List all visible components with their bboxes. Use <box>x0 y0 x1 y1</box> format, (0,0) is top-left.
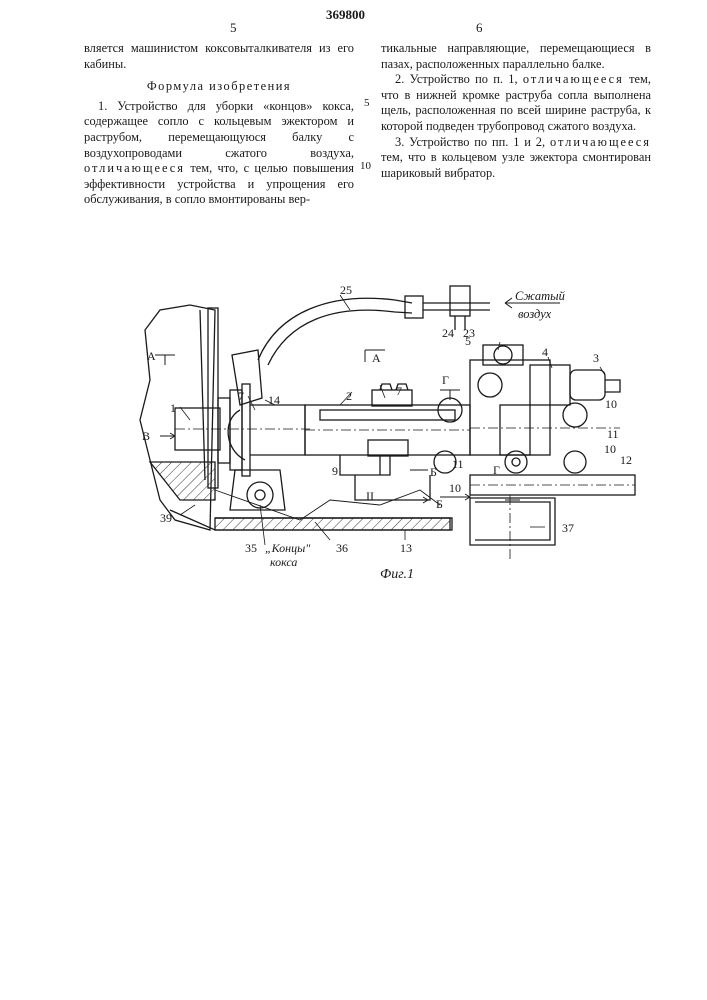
section-a-right: А <box>372 351 381 365</box>
label-1: 1 <box>170 401 176 415</box>
label-7b: 7 <box>396 384 402 398</box>
sliding-beam <box>305 384 470 500</box>
label-13: 13 <box>400 541 412 555</box>
coke-ends-region <box>215 490 440 520</box>
section-v: В <box>142 429 150 443</box>
collection-box <box>470 495 555 560</box>
figure-caption: Фиг.1 <box>380 567 414 582</box>
label-11b: 11 <box>452 457 464 471</box>
label-2: 2 <box>346 389 352 403</box>
compressed-air-callout: Сжатый воздух <box>505 289 566 321</box>
label-36: 36 <box>336 541 348 555</box>
label-39: 39 <box>160 511 172 525</box>
label-4: 4 <box>542 345 548 359</box>
label-35: 35 <box>245 541 257 555</box>
label-3: 3 <box>593 351 599 365</box>
label-10c: 10 <box>449 481 461 495</box>
section-b-upper: Б <box>430 465 437 479</box>
air-label-line1: Сжатый <box>515 289 566 303</box>
label-7a: 7 <box>238 389 244 403</box>
label-14: 14 <box>268 393 280 407</box>
label-37: 37 <box>562 521 574 535</box>
label-23: 23 <box>463 326 475 340</box>
label-24: 24 <box>442 326 454 340</box>
section-g-lower: Г <box>493 463 500 477</box>
label-10a: 10 <box>605 397 617 411</box>
ejector-assembly <box>228 350 285 510</box>
label-11a: 11 <box>607 427 619 441</box>
label-9: 9 <box>332 464 338 478</box>
oven-wall <box>140 305 218 530</box>
section-ii: II <box>366 489 374 503</box>
figure-labels: 1 2 3 4 5 7 7 9 10 10 10 11 11 12 13 14 … <box>142 283 632 555</box>
label-25: 25 <box>340 283 352 297</box>
label-12: 12 <box>620 453 632 467</box>
section-b-lower: Б <box>436 497 443 511</box>
section-a-left: А <box>147 349 156 363</box>
air-label-line2: воздух <box>518 307 552 321</box>
coke-label-line1: „Концы" <box>265 541 311 555</box>
label-10b: 10 <box>604 442 616 456</box>
rail <box>470 475 635 495</box>
coke-label-line2: кокса <box>270 555 297 569</box>
section-g-upper: Г <box>442 373 449 387</box>
